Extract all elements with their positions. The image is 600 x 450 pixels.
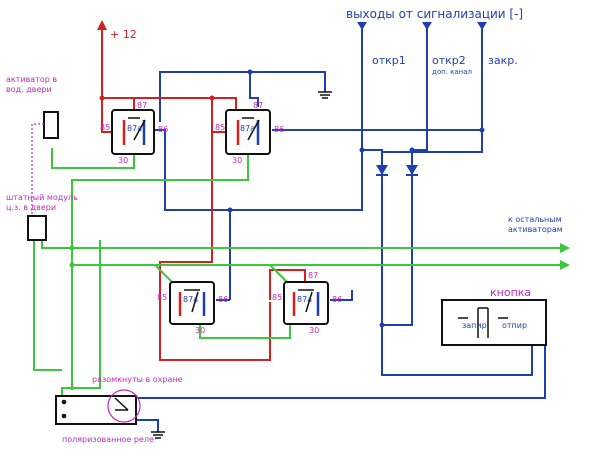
polarized-relay-label: поляризованное реле (62, 435, 154, 444)
pin-87-label: 87 (308, 271, 318, 280)
wire-top-red (102, 97, 237, 112)
wire-module-down (33, 240, 62, 371)
arrow-right-icon (560, 260, 570, 270)
pin-86-label: 86 (332, 295, 342, 304)
polarized-relay (55, 389, 141, 425)
wire-r3-loop (159, 300, 271, 361)
module-label-1: штатный модуль (6, 193, 78, 202)
pin-87a-label: 87a (183, 295, 198, 304)
button-unlock-label: отпир (502, 321, 527, 330)
wire-red-down (159, 98, 213, 300)
wire-r1-30 (51, 148, 135, 169)
junction-dot (479, 127, 485, 133)
pin-85-label: 85 (215, 123, 225, 132)
button-lock-label: запир (462, 321, 487, 330)
pin-30-label: 30 (232, 156, 242, 165)
pin-87-label: 87 (137, 101, 147, 110)
plus12-label: + 12 (110, 28, 137, 41)
red-wires (97, 20, 306, 361)
wire-r4-86 (330, 290, 353, 301)
dotted-link-actuator (31, 123, 44, 216)
junction-dot (359, 147, 365, 153)
wire-r4-87 (269, 269, 306, 300)
pin-30-label: 30 (195, 326, 205, 335)
button-title: кнопка (490, 286, 531, 299)
junction-dot (99, 95, 105, 101)
junction-dot (379, 322, 385, 328)
pin-85-label: 85 (100, 123, 110, 132)
relay-3: 85 86 87a 30 (157, 281, 228, 335)
arrow-down-icon (357, 22, 367, 30)
junction-dot (409, 147, 415, 153)
wire-close (381, 25, 483, 165)
pin-87a-label: 87a (127, 124, 142, 133)
arrow-down-icon (477, 22, 487, 30)
diode-1 (376, 165, 388, 176)
module-label-2: ц.з. в двери (6, 203, 56, 212)
actuator-box (43, 111, 59, 139)
pin-85-label: 85 (272, 293, 282, 302)
pin-30-label: 30 (309, 326, 319, 335)
pin-87a-label: 87a (240, 124, 255, 133)
wire-polar-green (61, 240, 101, 400)
pin-86-label: 86 (158, 125, 168, 134)
pin-87a-label: 87a (297, 295, 312, 304)
outputs-title: выходы от сигнализации [-] (346, 7, 523, 21)
junction-dot (69, 245, 75, 251)
actuator-label-1: активатор в (6, 75, 57, 84)
wire-polar-ground (128, 419, 159, 432)
open2-label: откр2 (432, 54, 466, 67)
wire-r2-30 (71, 152, 249, 390)
green-wires (33, 148, 565, 400)
arrow-down-icon (422, 22, 432, 30)
arrow-right-icon (560, 243, 570, 253)
wire-r3-30 (199, 322, 291, 339)
blue-wires (128, 25, 546, 439)
wire-to-others (41, 240, 565, 249)
pin-86-label: 86 (274, 125, 284, 134)
highlight-circle (107, 389, 141, 423)
open-in-guard-label: разомкнуты в охране (92, 375, 183, 384)
relay-1: 85 86 87 87a 30 (100, 101, 168, 165)
open2-sub-label: доп. канал (432, 68, 472, 76)
ground-icon-bottom (151, 431, 165, 439)
pin-86-label: 86 (218, 295, 228, 304)
junction-dot (69, 262, 75, 268)
relay-2: 85 86 87 87a 30 (215, 101, 284, 165)
pin-87-label: 87 (253, 101, 263, 110)
module-box (27, 215, 47, 241)
junction-dot (227, 207, 233, 213)
ground-icon (318, 72, 332, 99)
pin-30-label: 30 (118, 156, 128, 165)
other-actuators-label-2: активаторам (508, 225, 563, 234)
wire-r1-86 (152, 129, 363, 211)
open1-label: откр1 (372, 54, 406, 67)
actuator-label-2: вод. двери (6, 85, 52, 94)
pin-85-label: 85 (157, 293, 167, 302)
arrow-up-icon (97, 20, 107, 30)
diode-2 (406, 165, 418, 176)
junction-dot (209, 95, 215, 101)
wire-open2 (411, 25, 428, 182)
button-block (441, 299, 547, 346)
button-frame (441, 299, 547, 346)
relay-4: 85 86 87 87a 30 (272, 271, 342, 335)
close-label: закр. (488, 54, 518, 67)
other-actuators-label-1: к остальным (508, 215, 562, 224)
wire-r2-87 (249, 72, 259, 107)
junction-dot (247, 69, 253, 75)
